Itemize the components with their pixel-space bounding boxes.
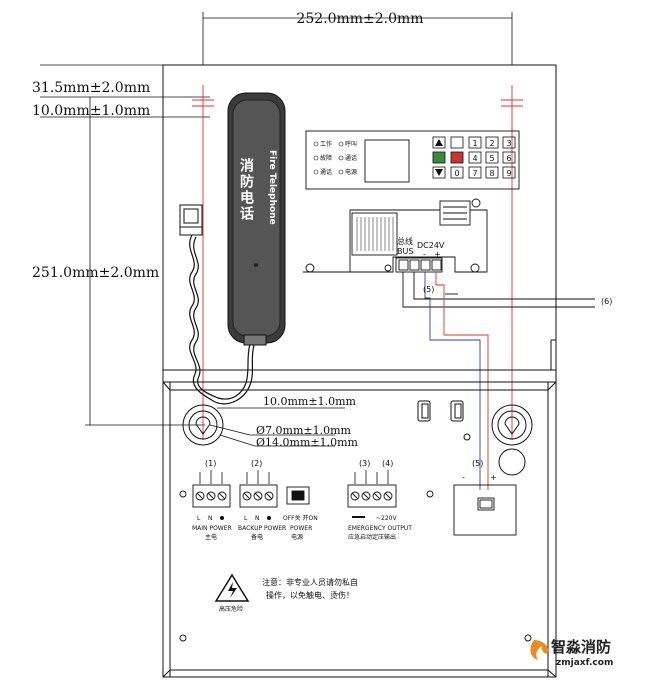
terminal-2: (2) bbox=[251, 459, 262, 468]
power-en: POWER bbox=[290, 525, 312, 532]
key-4: 4 bbox=[472, 154, 477, 163]
emergency-output-en: EMERGENCY OUTPUT bbox=[348, 525, 412, 532]
mounting-center-lines bbox=[192, 85, 523, 440]
key-5: 5 bbox=[489, 154, 494, 163]
switch-off-on: OFF关 开ON bbox=[283, 514, 318, 522]
main-power-en: MAIN POWER bbox=[192, 525, 232, 532]
terminal-3: (3) bbox=[359, 459, 370, 468]
handset-text-cn: 消防电话 bbox=[238, 157, 254, 222]
main-power-cn: 主电 bbox=[205, 533, 217, 541]
warning-line-2: 操作，以免触电、烫伤！ bbox=[266, 590, 354, 600]
dim-top-offset: 31.5mm±2.0mm bbox=[32, 80, 150, 96]
led-right-2: 通话 bbox=[345, 154, 357, 162]
key-9: 9 bbox=[506, 169, 511, 178]
terminal-arrows bbox=[199, 470, 389, 518]
bus-label-cn: 总线 bbox=[397, 236, 413, 246]
hangup-key-icon bbox=[450, 151, 464, 164]
board-wires bbox=[402, 272, 595, 490]
bus-label-en: BUS bbox=[397, 247, 413, 256]
key-8: 8 bbox=[489, 169, 494, 178]
keypad: 1 2 3 4 5 6 7 8 9 0 bbox=[432, 136, 516, 179]
dim-hole-small: Ø7.0mm±1.0mm bbox=[256, 424, 352, 437]
brand-name: 智淼消防 bbox=[551, 638, 611, 656]
led-right-1: 呼叫 bbox=[345, 140, 357, 148]
terminal-5: (5) bbox=[472, 459, 483, 468]
module-plus: + bbox=[490, 473, 497, 482]
control-panel bbox=[305, 130, 520, 190]
backup-power-en: BACKUP POWER bbox=[238, 525, 286, 532]
dim-hole-offset-lower: 10.0mm±1.0mm bbox=[263, 395, 356, 408]
dc24v-label: DC24V bbox=[417, 241, 445, 250]
ground-icon bbox=[220, 516, 224, 520]
backup-n: N bbox=[255, 515, 260, 522]
dim-hole-offset: 10.0mm±1.0mm bbox=[32, 103, 150, 119]
dc-plus: + bbox=[434, 250, 441, 259]
handset-text-en: Fire Telephone bbox=[267, 150, 277, 225]
led-left-2: 故障 bbox=[320, 154, 332, 162]
terminal-blocks bbox=[179, 484, 532, 642]
backup-l: L bbox=[244, 515, 248, 522]
dim-top-width: 252.0mm±2.0mm bbox=[296, 11, 423, 27]
key-down bbox=[432, 166, 446, 179]
high-voltage-warning: 高压危险 注意：非专业人员请勿私自 操作，以免触电、烫伤！ bbox=[214, 573, 358, 613]
key-7: 7 bbox=[472, 169, 477, 178]
key-6: 6 bbox=[506, 154, 511, 163]
backup-power-cn: 备电 bbox=[251, 533, 263, 541]
ac-220v: ~220V bbox=[376, 515, 397, 522]
ground-icon-2 bbox=[267, 516, 271, 520]
led-left-1: 工作 bbox=[320, 140, 332, 148]
main-l: L bbox=[197, 515, 201, 522]
key-1: 1 bbox=[472, 139, 477, 148]
dimension-lines bbox=[40, 12, 513, 426]
terminal-1: (1) bbox=[205, 459, 216, 468]
brand-url: zmjaxf.com bbox=[556, 658, 613, 668]
flame-logo-icon bbox=[530, 640, 549, 660]
led-left-3: 通话 bbox=[320, 168, 332, 176]
marker-6: (6) bbox=[601, 297, 612, 306]
module-minus: - bbox=[462, 473, 465, 482]
lower-dimension-lines bbox=[209, 407, 345, 447]
coiled-cord bbox=[189, 234, 255, 405]
dim-height: 251.0mm±2.0mm bbox=[32, 265, 159, 281]
terminal-4: (4) bbox=[382, 459, 393, 468]
dc-minus: - bbox=[423, 250, 426, 259]
dim-hole-large: Ø14.0mm±1.0mm bbox=[256, 436, 359, 449]
main-n: N bbox=[208, 515, 213, 522]
key-2: 2 bbox=[489, 139, 494, 148]
warning-line-1: 注意：非专业人员请勿私自 bbox=[262, 577, 358, 587]
arrow-down-icon bbox=[435, 169, 443, 176]
panel-led-labels: 工作 故障 通话 呼叫 通话 电源 bbox=[320, 140, 357, 176]
key-0: 0 bbox=[454, 169, 459, 178]
lower-cabinet bbox=[162, 369, 557, 678]
marker-5-board: (5) bbox=[423, 285, 434, 294]
key-up bbox=[432, 136, 446, 149]
mounting-holes bbox=[182, 400, 533, 476]
handset: 消防电话 Fire Telephone bbox=[227, 92, 286, 346]
arrow-up-icon bbox=[435, 139, 443, 146]
emergency-output-cn: 应急启动定压输出 bbox=[348, 533, 396, 541]
power-cn: 电源 bbox=[291, 533, 303, 541]
handset-cradle bbox=[179, 204, 203, 236]
high-voltage-label: 高压危险 bbox=[219, 605, 243, 613]
brand-watermark: 智淼消防 zmjaxf.com bbox=[530, 638, 613, 668]
key-3: 3 bbox=[506, 139, 511, 148]
led-right-3: 电源 bbox=[345, 168, 357, 176]
circuit-board bbox=[303, 198, 488, 273]
call-key-icon bbox=[432, 151, 446, 164]
